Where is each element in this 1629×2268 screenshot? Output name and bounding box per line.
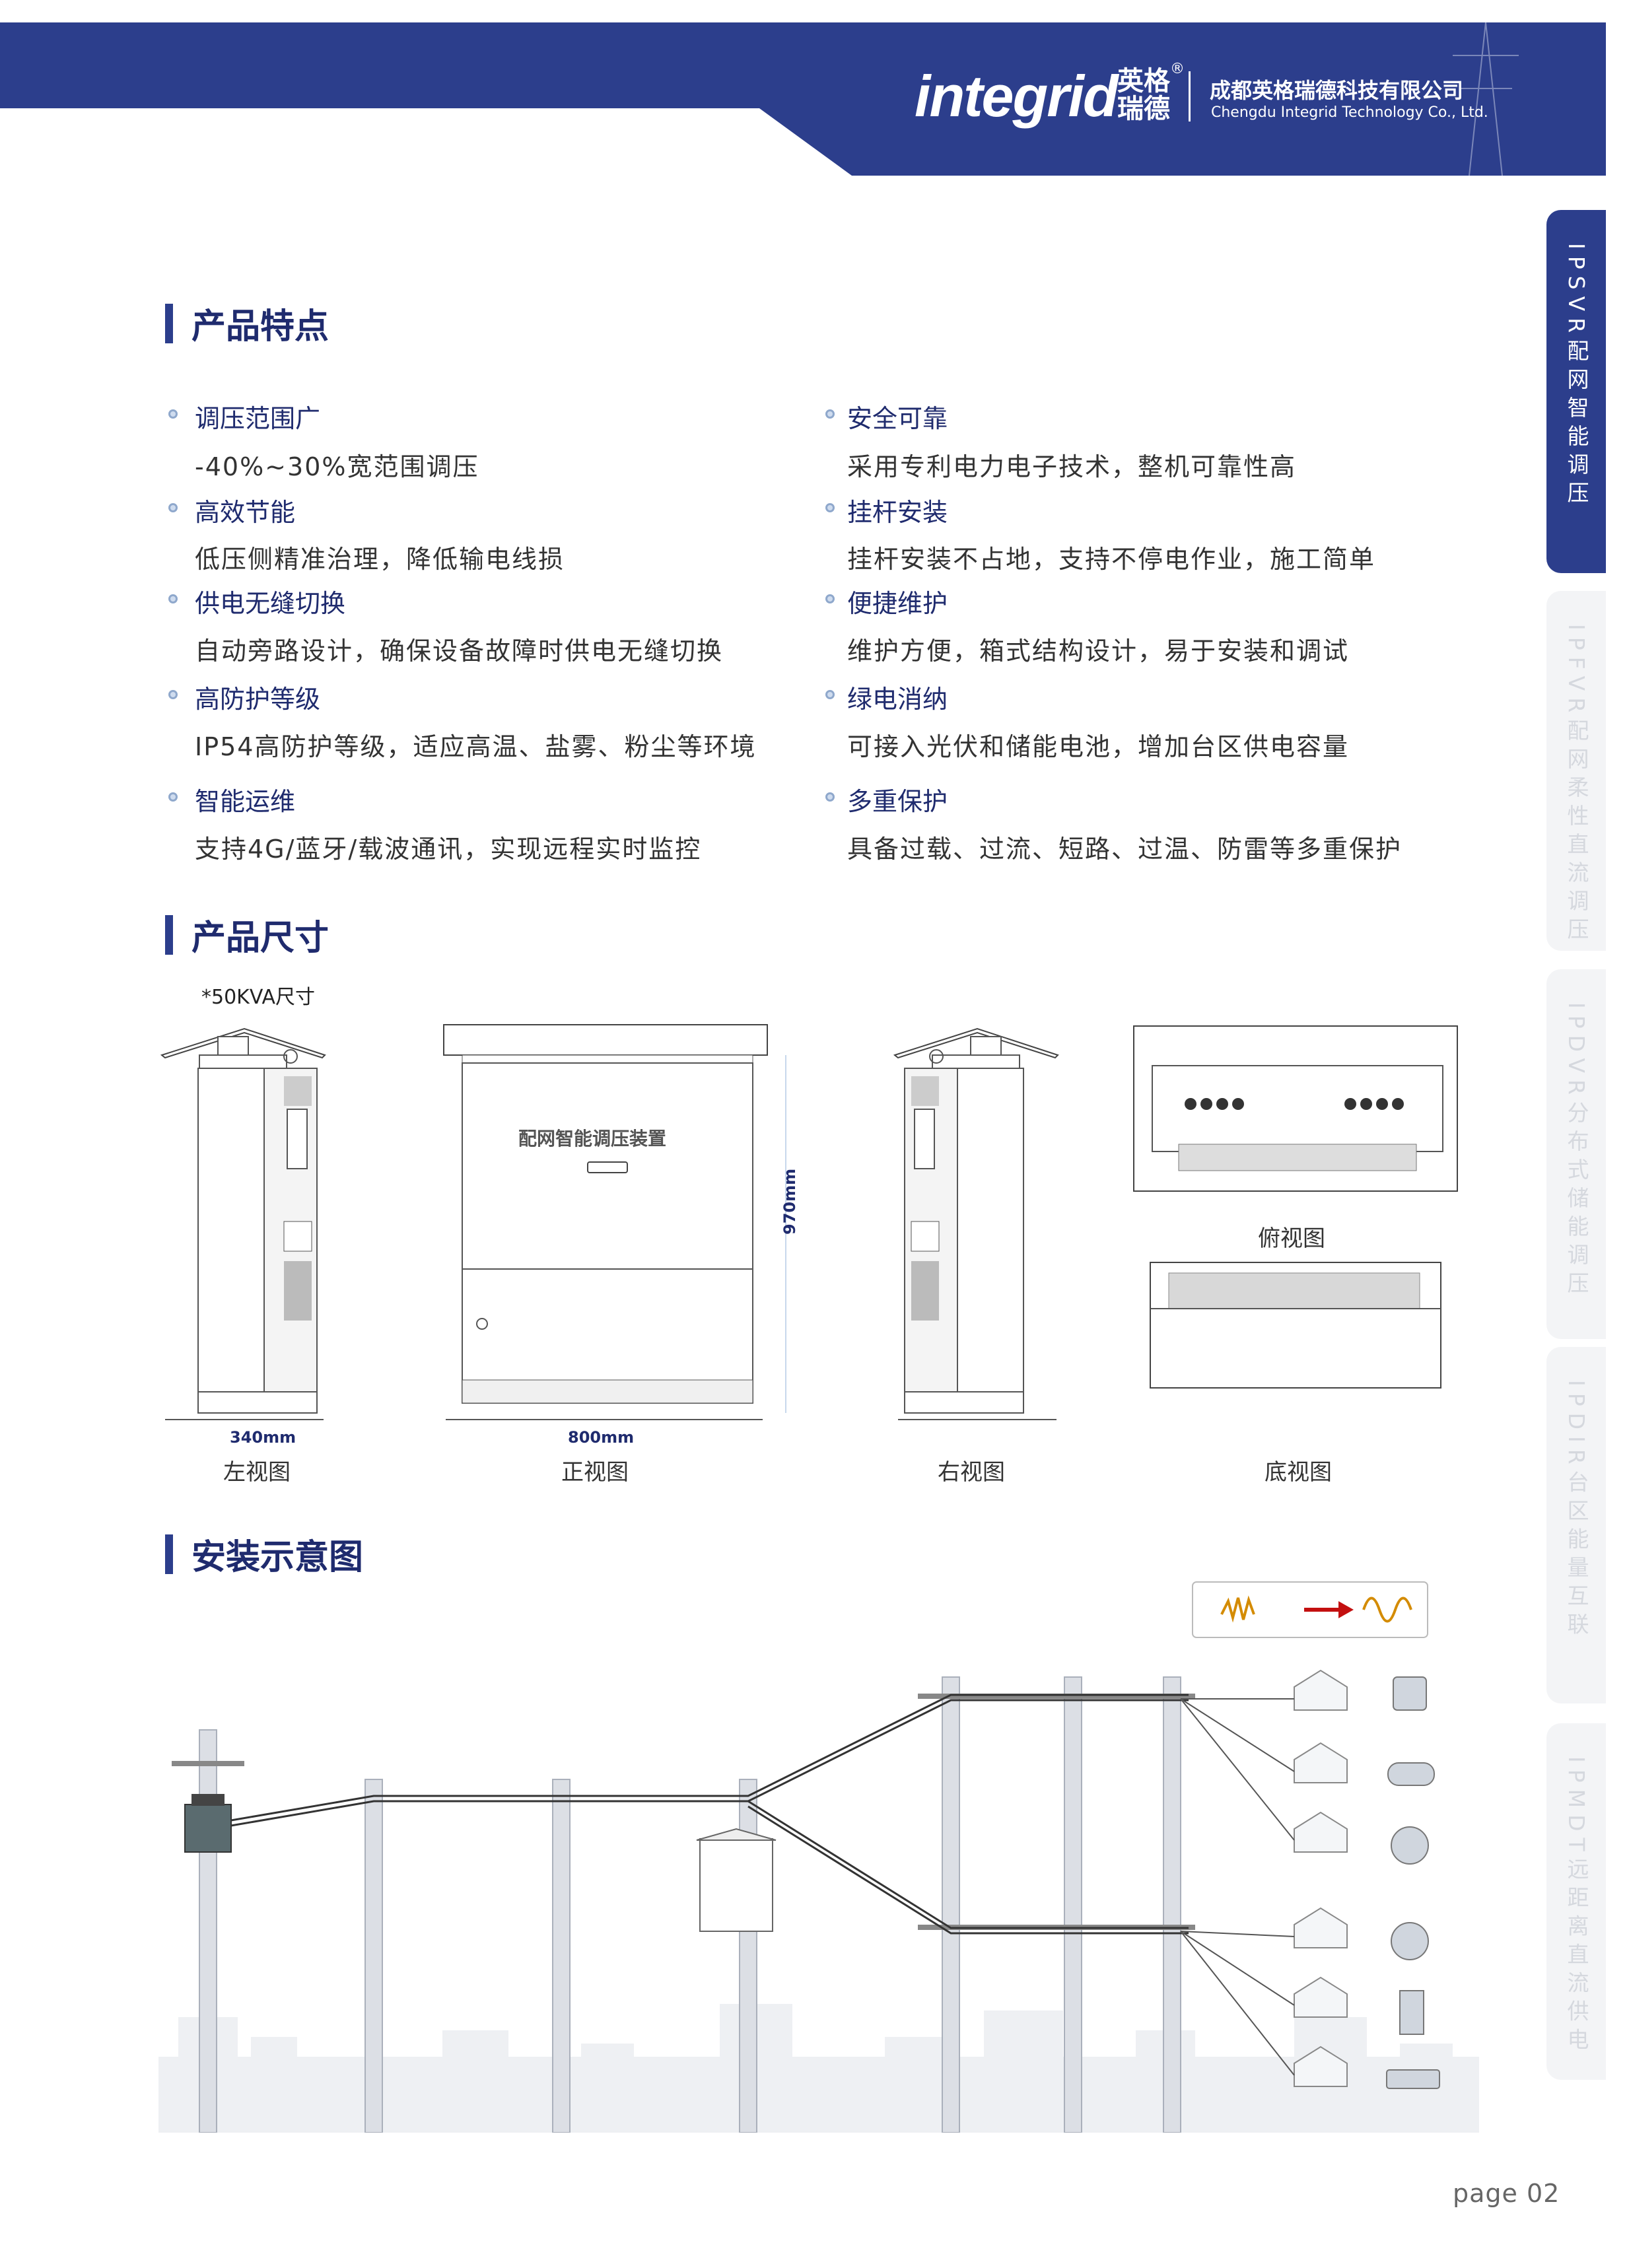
feature-desc: 维护方便，箱式结构设计，易于安装和调试 [847,636,1350,666]
section-title-install: 安装示意图 [191,1538,364,1577]
dim-height-label: 970mm [780,1168,799,1235]
side-tab-label: IPSVR配网智能调压 [1564,243,1589,510]
feature-title: 绿电消纳 [847,685,948,714]
view-label-left: 左视图 [223,1459,291,1486]
cabinet-left-view [160,1027,326,1420]
dim-depth-label: 340mm [230,1428,296,1447]
feature-title: 安全可靠 [847,404,948,433]
feature-title: 高效节能 [195,498,296,527]
brand-divider [1189,71,1191,121]
side-tab-label: IPDIR台区能量互联 [1564,1380,1589,1641]
bullet-icon [825,594,835,603]
section-bar [165,1534,173,1574]
side-tab-label: IPFVR配网柔性直流调压 [1564,624,1589,947]
feature-desc: 采用专利电力电子技术，整机可靠性高 [847,452,1297,481]
page-number: page 02 [1453,2179,1560,2208]
cabinet-panel-text: 配网智能调压装置 [518,1128,667,1150]
company-name-en: Chengdu Integrid Technology Co., Ltd. [1211,104,1488,121]
feature-desc: 具备过载、过流、短路、过温、防雷等多重保护 [847,835,1403,864]
dim-width-label: 800mm [568,1428,635,1447]
side-tab-ipdvr[interactable]: IPDVR分布式储能调压 [1546,969,1606,1339]
bullet-icon [825,792,835,802]
feature-desc: 可接入光伏和储能电池，增加台区供电容量 [847,732,1350,761]
company-name-cn: 成都英格瑞德科技有限公司 [1210,78,1464,103]
feature-title: 便捷维护 [847,589,948,618]
feature-title: 挂杆安装 [847,498,948,527]
feature-title: 智能运维 [195,787,296,816]
bullet-icon [168,792,178,802]
view-label-bottom: 底视图 [1265,1459,1332,1486]
section-title-dimensions: 产品尺寸 [191,918,329,958]
view-label-front: 正视图 [561,1459,629,1486]
view-label-right: 右视图 [938,1459,1005,1486]
registered-mark: ® [1170,61,1185,77]
bullet-icon [168,690,178,699]
bullet-icon [825,409,835,419]
cabinet-right-view [893,1027,1059,1420]
brand-logo-cn: 英格瑞德 [1117,66,1170,124]
size-note: *50KVA尺寸 [201,986,315,1009]
feature-title: 调压范围广 [195,404,321,433]
feature-desc: IP54高防护等级，适应高温、盐雾、粉尘等环境 [195,732,757,761]
bullet-icon [825,503,835,512]
side-tab-label: IPMDT远距离直流供电 [1564,1756,1589,2057]
section-bar [165,304,173,343]
cabinet-top-view [1133,1025,1458,1192]
feature-title: 供电无缝切换 [195,589,346,618]
side-tab-ipfvr[interactable]: IPFVR配网柔性直流调压 [1546,591,1606,951]
section-title-features: 产品特点 [191,307,329,347]
installation-diagram [158,1669,1479,2133]
feature-title: 高防护等级 [195,685,321,714]
cabinet-bottom-view [1150,1262,1441,1389]
waveform-legend [1192,1581,1428,1638]
feature-desc: -40%~30%宽范围调压 [195,452,479,481]
side-tab-ipsvr[interactable]: IPSVR配网智能调压 [1546,210,1606,573]
feature-desc: 支持4G/蓝牙/载波通讯，实现远程实时监控 [195,835,702,864]
side-tab-ipmdt[interactable]: IPMDT远距离直流供电 [1546,1723,1606,2080]
side-tab-label: IPDVR分布式储能调压 [1564,1002,1589,1300]
cabinet-front-view [443,1024,786,1420]
section-bar [165,915,173,955]
feature-title: 多重保护 [847,787,948,816]
feature-desc: 自动旁路设计，确保设备故障时供电无缝切换 [195,636,724,666]
header-banner [0,22,1606,176]
bullet-icon [168,503,178,512]
bullet-icon [168,409,178,419]
bullet-icon [825,690,835,699]
feature-desc: 低压侧精准治理，降低输电线损 [195,545,565,574]
side-tab-ipdir[interactable]: IPDIR台区能量互联 [1546,1347,1606,1703]
bullet-icon [168,594,178,603]
brand-logo: integrid [915,63,1119,129]
feature-desc: 挂杆安装不占地，支持不停电作业，施工简单 [847,545,1376,574]
view-label-top: 俯视图 [1258,1225,1325,1252]
